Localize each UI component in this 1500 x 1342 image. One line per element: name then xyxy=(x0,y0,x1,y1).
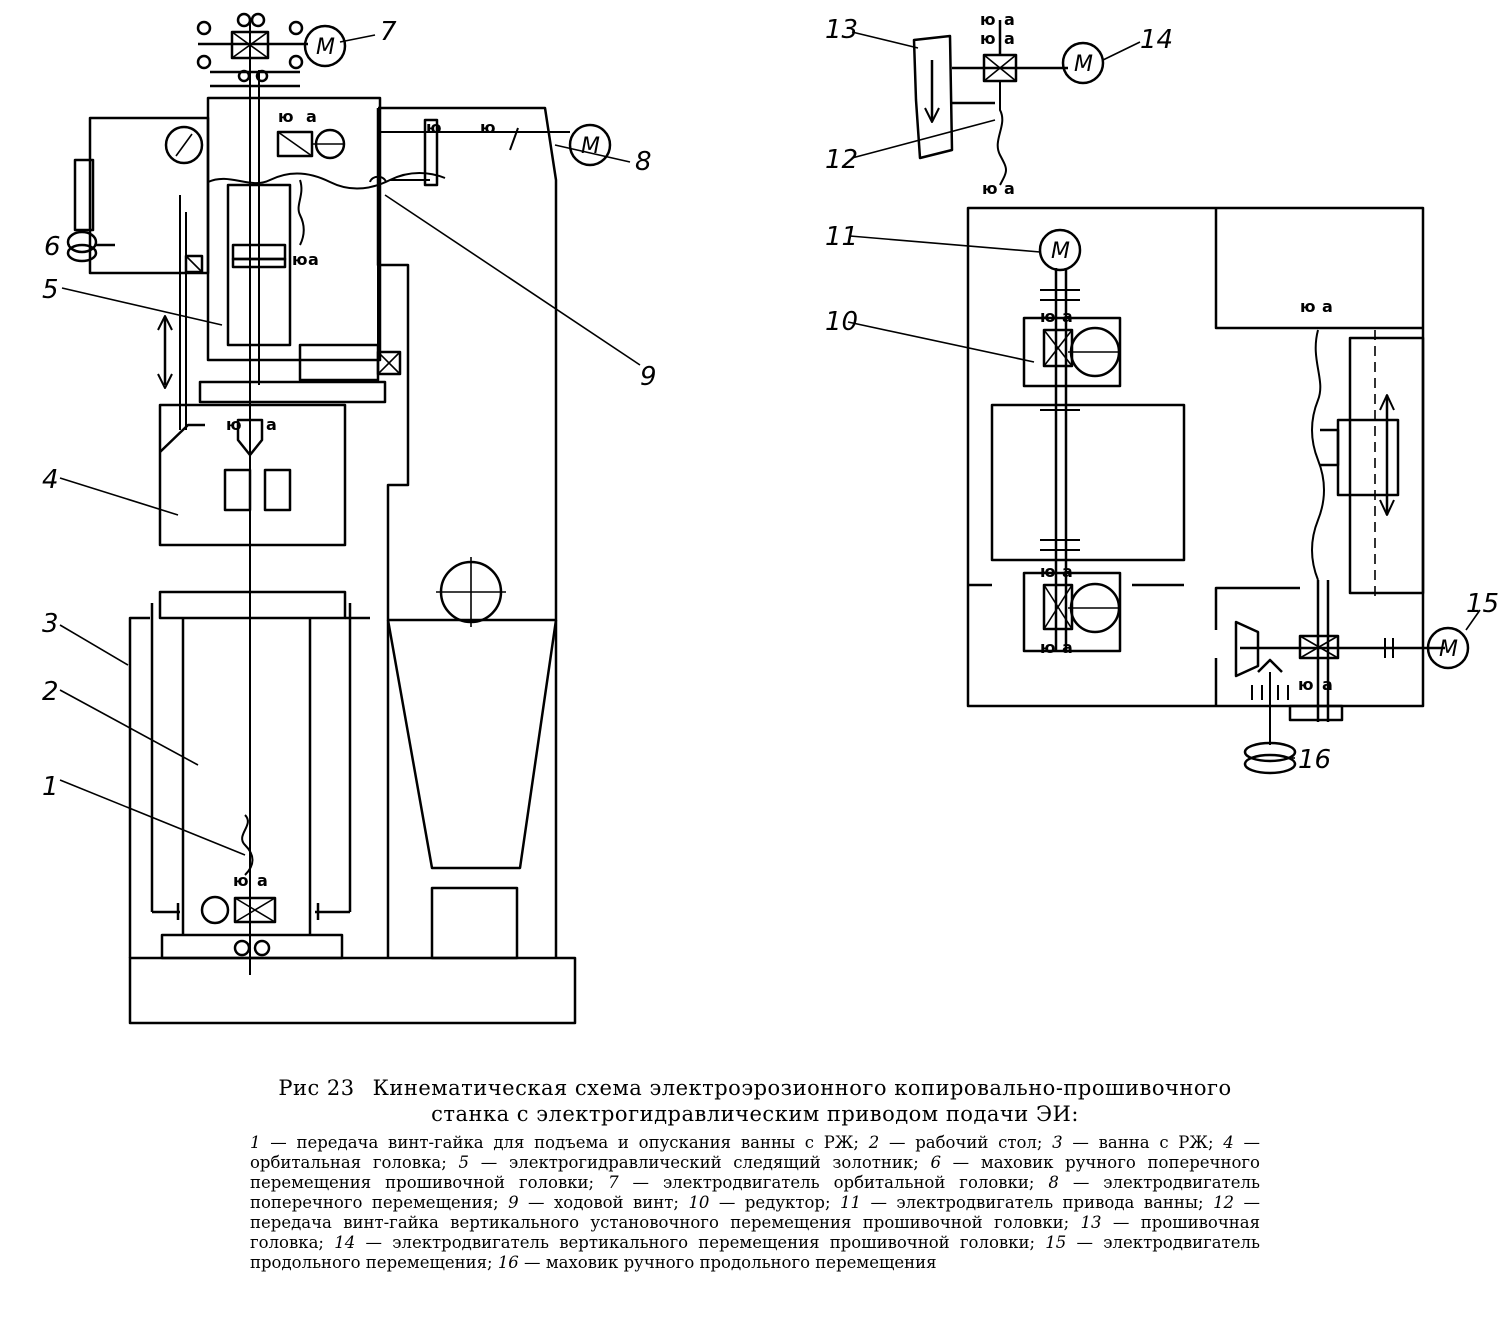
motors xyxy=(303,24,1470,670)
legend-item: 12 — передача винт-гайка вертикального у… xyxy=(250,1193,1261,1232)
legend-item: 8 — электродвигатель поперечного перемещ… xyxy=(250,1173,1260,1212)
left-machine-frame xyxy=(128,106,577,1025)
bearing-glyph: ю xyxy=(480,118,496,137)
legend-item: 4 — орбитальная головка; xyxy=(250,1133,1260,1172)
motor-7-icon xyxy=(303,24,347,68)
bearing-glyph: ю xyxy=(1040,562,1056,581)
bearing-glyph: ю xyxy=(982,179,998,198)
motor-8-label: M xyxy=(581,134,600,159)
motor-7-label: M xyxy=(316,35,335,60)
bearing-glyph: а xyxy=(1062,562,1073,581)
bearing-glyph: ю xyxy=(292,250,308,269)
motor-11-label: M xyxy=(1051,239,1070,264)
bearing-glyph: ю xyxy=(1040,307,1056,326)
spindle-head xyxy=(73,20,446,975)
part-number-1: 1 xyxy=(42,772,59,802)
bearing-glyph: ю xyxy=(278,107,294,126)
part-number-14: 14 xyxy=(1140,25,1173,55)
motor-14-label: M xyxy=(1074,52,1093,77)
legend-item: 6 — маховик ручного поперечного перемеще… xyxy=(250,1153,1260,1192)
legend-item: 1 — передача винт-гайка для подъема и оп… xyxy=(250,1133,859,1152)
legend-item: 10 — редуктор; xyxy=(688,1193,831,1212)
bearing-glyph: а xyxy=(266,415,277,434)
part-number-12: 12 xyxy=(825,145,858,175)
part-number-9: 9 xyxy=(640,362,657,392)
part-numbers: 1 2 3 4 5 6 7 8 9 10 11 12 13 14 15 16 xyxy=(42,15,1499,802)
bearing-glyph: ю xyxy=(980,10,996,29)
bearing-glyph: а xyxy=(1062,638,1073,657)
caption-title: Рис 23 Кинематическая схема электроэрозио… xyxy=(250,1075,1260,1127)
legend-item: 2 — рабочий стол; xyxy=(868,1133,1043,1152)
part-number-4: 4 xyxy=(42,465,59,495)
bearing-glyph: ю xyxy=(1040,638,1056,657)
bearing-glyph: а xyxy=(257,871,268,890)
kinematic-diagram: M M M M M ю а ю а ю а ю а ю а ю а ю а ю … xyxy=(42,10,1499,1025)
legend-item: 15 — электродвигатель продольного переме… xyxy=(250,1233,1261,1272)
bearing-glyph: ю xyxy=(226,415,242,434)
legend-item: 9 — ходовой винт; xyxy=(508,1193,679,1212)
legend-item: 5 — электрогидравлический следящий золот… xyxy=(458,1153,919,1172)
bearing-glyph: ю xyxy=(426,118,442,137)
motor-15-icon xyxy=(1426,626,1470,670)
legend-item: 11 — электродвигатель привода ванны; xyxy=(840,1193,1204,1212)
part-number-15: 15 xyxy=(1466,589,1499,619)
motor-14-icon xyxy=(1061,41,1105,85)
orbital-head xyxy=(158,403,347,547)
bearing-glyph: ю xyxy=(1300,297,1316,316)
piercing-head-top xyxy=(912,20,1068,186)
bearing-glyph: ю xyxy=(1298,675,1314,694)
leader-lines-left xyxy=(59,34,631,856)
caption-legend: 1 — передача винт-гайка для подъема и оп… xyxy=(250,1133,1260,1273)
bearing-glyphs: ю а ю а ю а ю а ю а ю а ю а ю а ю а ю а … xyxy=(226,10,1333,890)
motor-labels: M M M M M xyxy=(316,35,1458,662)
legend-item: 16 — маховик ручного продольного перемещ… xyxy=(497,1253,937,1272)
legend-item: 14 — электродвигатель вертикального пере… xyxy=(334,1233,1036,1252)
caption-title-text: Кинематическая схема электроэрозионного … xyxy=(372,1076,1232,1126)
part-number-11: 11 xyxy=(825,222,858,252)
bearing-glyph: а xyxy=(1004,29,1015,48)
legend-item: 3 — ванна с РЖ; xyxy=(1052,1133,1214,1152)
handwheel-6 xyxy=(66,230,115,263)
part-number-13: 13 xyxy=(825,15,858,45)
leader-lines-right xyxy=(847,31,1481,759)
bearing-glyph: а xyxy=(1322,675,1333,694)
bearing-glyph: а xyxy=(308,250,319,269)
figure-label: Рис 23 xyxy=(278,1076,355,1100)
part-number-6: 6 xyxy=(44,232,61,262)
worktable-and-bath xyxy=(128,590,370,960)
part-number-2: 2 xyxy=(42,677,59,707)
bearing-glyph: а xyxy=(1004,10,1015,29)
part-number-5: 5 xyxy=(42,275,59,305)
figure-caption: Рис 23 Кинематическая схема электроэрозио… xyxy=(250,1075,1260,1273)
bearing-glyph: а xyxy=(1062,307,1073,326)
legend-item: 13 — прошивочная головка; xyxy=(250,1213,1260,1252)
bearing-glyph: ю xyxy=(980,29,996,48)
bearing-glyph: ю xyxy=(233,871,249,890)
part-number-3: 3 xyxy=(42,609,59,639)
cross-feed-drive xyxy=(369,118,641,366)
part-number-16: 16 xyxy=(1298,745,1331,775)
motor-8-icon xyxy=(568,123,612,167)
part-number-10: 10 xyxy=(825,307,858,337)
motor-15-label: M xyxy=(1439,637,1458,662)
part-number-7: 7 xyxy=(380,17,397,47)
bearing-glyph: а xyxy=(1004,179,1015,198)
part-number-8: 8 xyxy=(635,147,652,177)
legend-item: 7 — электродвигатель орбитальной головки… xyxy=(608,1173,1035,1192)
right-machine-frame xyxy=(966,206,1445,775)
top-motor-assembly xyxy=(196,12,346,246)
bearing-glyph: а xyxy=(1322,297,1333,316)
motor-11-icon xyxy=(1038,228,1082,272)
bath-drive-reducer xyxy=(1022,268,1122,653)
bearing-glyph: а xyxy=(306,107,317,126)
